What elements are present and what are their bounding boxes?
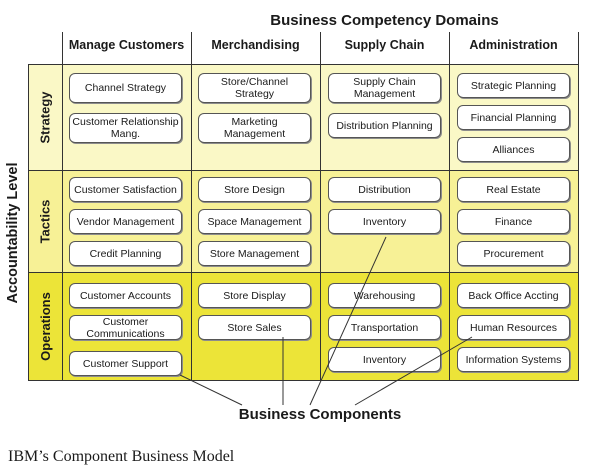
component-credit-planning: Credit Planning [69,241,182,266]
component-store-management: Store Management [198,241,311,266]
component-vendor-management: Vendor Management [69,209,182,234]
component-warehousing: Warehousing [328,283,441,308]
component-financial-planning: Financial Planning [457,105,570,130]
component-alliances: Alliances [457,137,570,162]
business-components-label: Business Components [238,406,402,423]
component-transportation: Transportation [328,315,441,340]
component-distribution-planning: Distribution Planning [328,113,441,138]
component-inventory-tactics: Inventory [328,209,441,234]
leader-line-inventory [309,236,387,406]
grid-line [28,170,579,171]
component-procurement: Procurement [457,241,570,266]
grid-line [191,32,192,381]
grid-line [449,32,450,381]
grid-line [28,64,579,65]
component-human-resources: Human Resources [457,315,570,340]
component-strategic-planning: Strategic Planning [457,73,570,98]
component-customer-accounts: Customer Accounts [69,283,182,308]
component-customer-communications: Customer Communications [69,315,182,340]
component-back-office-accting: Back Office Accting [457,283,570,308]
grid-line [320,32,321,381]
component-supply-chain-management: Supply Chain Management [328,73,441,103]
column-header-supply-chain: Supply Chain [344,38,425,52]
component-inventory-operations: Inventory [328,347,441,372]
component-finance: Finance [457,209,570,234]
figure-caption: IBM’s Component Business Model [8,448,235,465]
component-customer-satisfaction: Customer Satisfaction [69,177,182,202]
grid-line [28,272,579,273]
column-header-merchandising: Merchandising [211,38,300,52]
component-distribution: Distribution [328,177,441,202]
leader-line-human-resources [354,336,473,406]
grid-line [578,32,579,381]
grid-line [28,380,579,381]
grid-line [28,64,29,381]
component-store-display: Store Display [198,283,311,308]
component-customer-relationship-mang: Customer Relationship Mang. [69,113,182,143]
component-store-design: Store Design [198,177,311,202]
component-marketing-management: Marketing Management [198,113,311,143]
column-header-administration: Administration [469,38,558,52]
component-real-estate: Real Estate [457,177,570,202]
component-information-systems: Information Systems [457,347,570,372]
component-space-management: Space Management [198,209,311,234]
diagram-title: Business Competency Domains [270,12,499,29]
component-store-channel-strategy: Store/Channel Strategy [198,73,311,103]
column-header-manage-customers: Manage Customers [68,38,185,52]
leader-line-customer-support [179,374,243,406]
component-store-sales: Store Sales [198,315,311,340]
component-customer-support: Customer Support [69,351,182,376]
grid-line [62,32,63,381]
component-channel-strategy: Channel Strategy [69,73,182,103]
